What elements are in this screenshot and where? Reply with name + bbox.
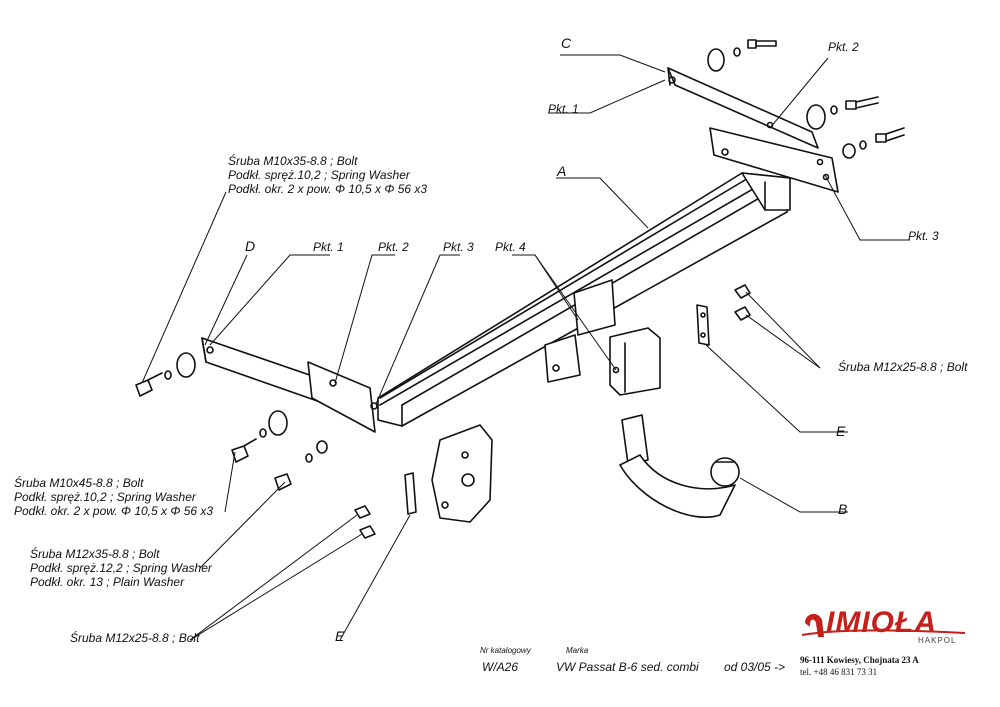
center-mount [544, 279, 661, 396]
logo-sub: HAKPOL [918, 636, 957, 645]
label-pkt4-left: Pkt. 4 [495, 240, 526, 254]
label-e-right: E [836, 423, 846, 439]
note-m12x25-left: Śruba M12x25-8.8 ; Bolt [70, 631, 200, 645]
note-m10x35: Śruba M10x35-8.8 ; Bolt Podkł. spręż.10,… [228, 154, 428, 196]
right-bracket-c [667, 67, 839, 193]
label-pkt3-left: Pkt. 3 [443, 240, 474, 254]
label-pkt3-right: Pkt. 3 [908, 229, 939, 243]
label-e-left: E [335, 628, 345, 644]
label-pkt1-left: Pkt. 1 [313, 240, 344, 254]
label-d: D [245, 238, 256, 254]
note-m12x35: Śruba M12x35-8.8 ; Bolt Podkł. spręż.12,… [30, 547, 212, 589]
label-b: B [838, 501, 848, 517]
imiola-logo-icon [801, 613, 966, 637]
company-phone: tel. +48 46 831 73 31 [800, 667, 878, 677]
catalog-label: Nr katalogowy [480, 646, 531, 655]
label-pkt1-top: Pkt. 1 [548, 102, 579, 116]
note-m10x45: Śruba M10x45-8.8 ; Bolt Podkł. spręż.10,… [14, 476, 214, 518]
left-bracket-d [201, 337, 378, 433]
date-value: od 03/05 -> [724, 660, 786, 674]
label-pkt2-top: Pkt. 2 [828, 40, 859, 54]
brand-label: Marka [566, 646, 589, 655]
leader-lines [141, 54, 910, 641]
label-pkt2-left: Pkt. 2 [378, 240, 409, 254]
plate-e-right [696, 284, 751, 346]
ball-mount-b [619, 414, 740, 518]
label-a: A [557, 163, 567, 179]
brand-value: VW Passat B-6 sed. combi [556, 660, 699, 674]
catalog-value: W/A26 [482, 660, 519, 674]
note-m12x25-right: Śruba M12x25-8.8 ; Bolt [838, 360, 968, 374]
company-address: 96-111 Kowiesy, Chojnata 23 A [800, 655, 919, 665]
label-c: C [561, 35, 572, 51]
left-fasteners [135, 352, 328, 491]
right-fasteners [707, 39, 905, 159]
socket-bracket [354, 424, 493, 539]
logo-text: IMIOŁA [826, 606, 937, 639]
